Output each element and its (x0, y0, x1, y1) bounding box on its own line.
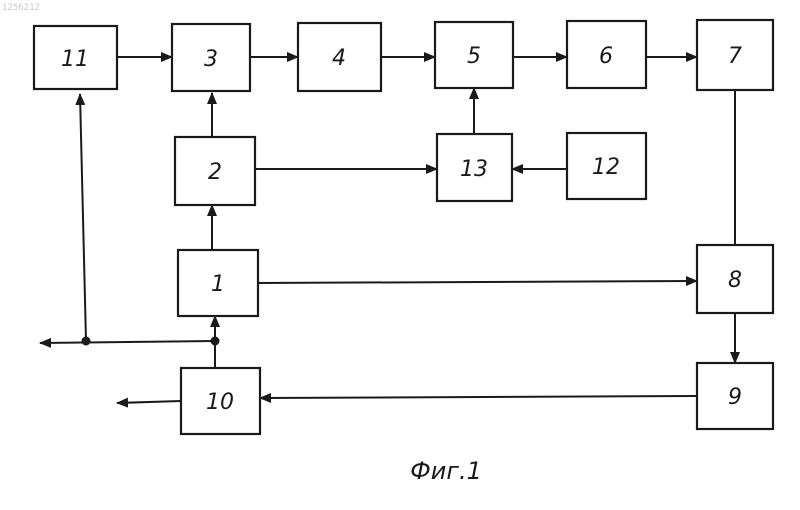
block-7-label: 7 (728, 44, 742, 69)
junction-dot-left (82, 337, 91, 346)
block-1: 1 (178, 250, 258, 316)
link-9-to-10 (260, 396, 697, 398)
block-2: 2 (175, 137, 255, 205)
block-8-label: 8 (728, 268, 742, 293)
output-line-10 (117, 401, 181, 403)
block-4-label: 4 (332, 46, 346, 71)
block-8: 8 (697, 245, 773, 313)
block-12: 12 (567, 133, 646, 199)
junction-dot-right (211, 337, 220, 346)
block-6: 6 (567, 21, 646, 88)
block-9: 9 (697, 363, 773, 429)
block-3-label: 3 (204, 47, 218, 72)
block-13-label: 13 (460, 157, 488, 182)
block-1-label: 1 (211, 272, 225, 297)
block-13: 13 (437, 134, 512, 201)
block-9-label: 9 (728, 385, 742, 410)
figure-caption: Фиг.1 (410, 457, 482, 485)
block-11-label: 11 (61, 47, 89, 72)
block-10-label: 10 (206, 390, 234, 415)
block-5-label: 5 (467, 44, 481, 69)
block-7: 7 (697, 20, 773, 90)
block-11: 11 (34, 26, 117, 89)
link-1-to-8 (258, 281, 697, 283)
block-6-label: 6 (599, 44, 613, 69)
block-10: 10 (181, 368, 260, 434)
link-junction-to-11 (80, 94, 86, 341)
output-line-left (40, 341, 215, 343)
block-3: 3 (172, 24, 250, 91)
block-12-label: 12 (592, 155, 620, 180)
block-2-label: 2 (208, 160, 222, 185)
block-5: 5 (435, 22, 513, 88)
document-id: 1256212 (2, 3, 40, 13)
block-4: 4 (298, 23, 381, 91)
